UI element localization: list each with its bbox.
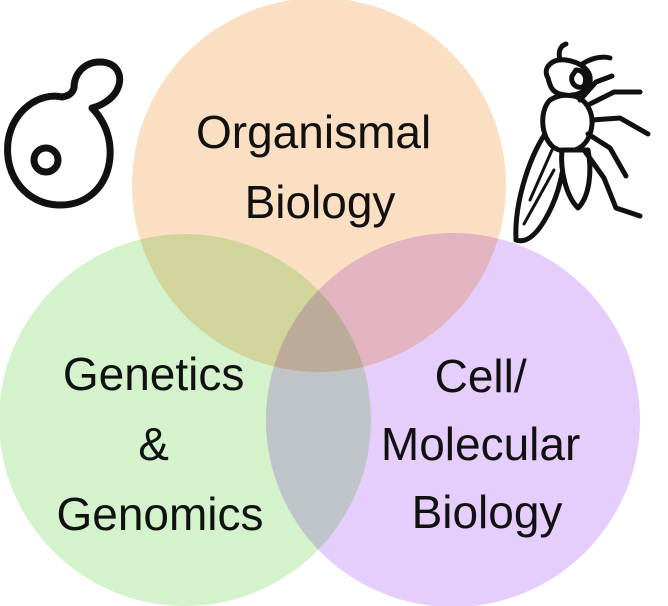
label-genetics-line-3: Genomics xyxy=(56,488,263,540)
yeast-cell-icon xyxy=(4,58,124,209)
circle-cell-molecular-biology xyxy=(266,233,640,606)
label-organismal-line-2: Biology xyxy=(245,176,396,228)
label-cell-line-3: Biology xyxy=(412,486,563,538)
label-cell-line-1: Cell/ xyxy=(435,350,527,402)
label-genetics-line-1: Genetics xyxy=(63,348,245,400)
circle-genetics-genomics xyxy=(0,234,371,606)
label-cell-molecular-biology: Cell/ Molecular Biology xyxy=(381,350,593,538)
label-genetics-line-2: & xyxy=(138,418,169,470)
fruit-fly-icon xyxy=(513,41,651,244)
label-organismal-line-1: Organismal xyxy=(196,106,431,158)
label-organismal-biology: Organismal Biology xyxy=(196,106,444,228)
label-cell-line-2: Molecular xyxy=(381,418,580,470)
venn-circles xyxy=(0,0,640,606)
label-genetics-genomics: Genetics & Genomics xyxy=(56,348,263,540)
